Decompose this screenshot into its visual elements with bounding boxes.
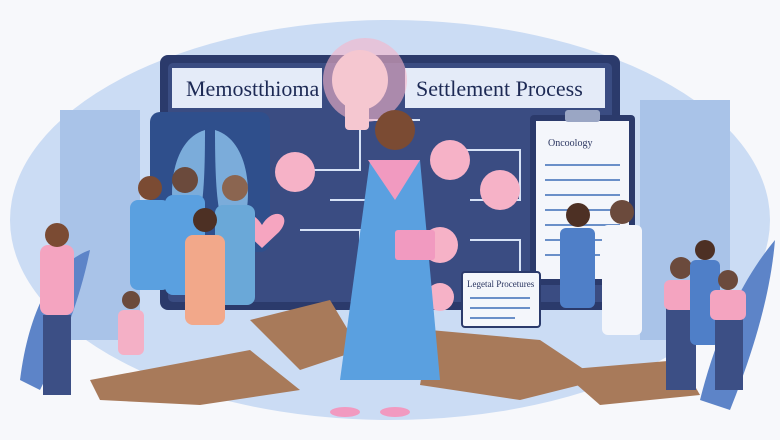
family-group-right: [560, 200, 746, 390]
legal-label: Legetal Procetures: [467, 279, 535, 289]
oncology-label: Oncoology: [548, 138, 592, 149]
flow-node-1: [275, 152, 315, 192]
board-title-bar-right: [405, 68, 605, 108]
board-title-right: Settlement Process: [416, 76, 583, 101]
legal-document: Legetal Procetures: [461, 271, 541, 328]
board-title-left: Memostthioma: [186, 76, 319, 101]
board-title-bar-left: [172, 68, 322, 108]
skull-icon: [323, 38, 407, 130]
presenter-woman: [330, 110, 440, 417]
flow-node-2: [430, 140, 470, 180]
family-group-left: [40, 167, 255, 395]
flow-node-3: [480, 170, 520, 210]
rubble: [90, 300, 700, 405]
